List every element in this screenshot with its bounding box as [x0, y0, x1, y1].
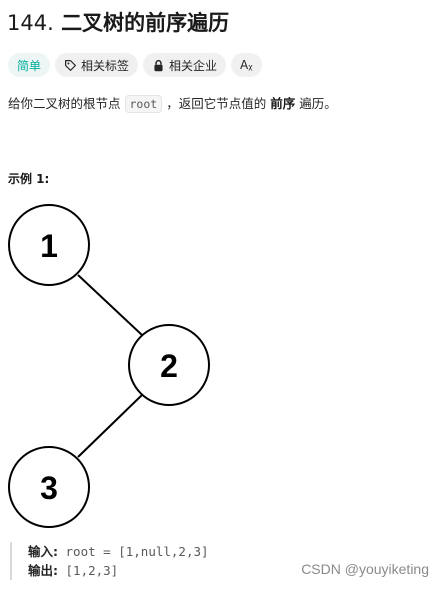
tree-node-2-label: 2: [160, 348, 178, 384]
input-line: 输入: root = [1,null,2,3]: [28, 542, 209, 561]
example-io-block: 输入: root = [1,null,2,3] 输出: [1,2,3]: [10, 542, 209, 580]
problem-title: 144. 二叉树的前序遍历: [7, 8, 229, 38]
output-label: 输出:: [28, 563, 58, 578]
output-value: [1,2,3]: [65, 563, 119, 578]
desc-bold: 前序: [270, 96, 296, 111]
desc-middle: ，返回它节点值的: [166, 96, 267, 111]
desc-prefix: 给你二叉树的根节点: [8, 96, 121, 111]
tree-node-3-label: 3: [40, 470, 58, 506]
problem-name: 二叉树的前序遍历: [61, 11, 230, 35]
output-line: 输出: [1,2,3]: [28, 561, 209, 580]
csdn-watermark: CSDN @youyiketing: [301, 561, 429, 577]
desc-code-root: root: [124, 95, 163, 113]
binary-tree-diagram: 1 2 3: [0, 195, 240, 535]
translate-icon: Aᵪ: [240, 58, 253, 72]
tree-node-1-label: 1: [40, 228, 58, 264]
tree-node-2: [128, 324, 210, 406]
translate-button[interactable]: Aᵪ: [231, 53, 262, 77]
related-companies-button[interactable]: 相关企业: [143, 53, 227, 77]
example-title: 示例 1:: [8, 172, 50, 186]
desc-suffix: 遍历。: [299, 96, 337, 111]
difficulty-label: 简单: [17, 58, 42, 73]
difficulty-badge[interactable]: 简单: [8, 53, 51, 77]
edge-2-3: [77, 394, 143, 458]
tree-node-1: [8, 204, 90, 286]
related-tags-button[interactable]: 相关标签: [55, 53, 139, 77]
problem-number: 144.: [7, 11, 54, 35]
related-tags-label: 相关标签: [81, 58, 130, 73]
related-companies-label: 相关企业: [169, 58, 218, 73]
problem-description: 给你二叉树的根节点 root ，返回它节点值的 前序 遍历。: [8, 94, 337, 114]
tree-node-3: [8, 446, 90, 528]
input-value: root = [1,null,2,3]: [65, 544, 209, 559]
edge-1-2: [77, 274, 143, 336]
tag-icon: [64, 59, 77, 72]
tag-row: 简单 相关标签 相关企业 Aᵪ: [8, 53, 262, 77]
lock-icon: [152, 59, 165, 72]
input-label: 输入:: [28, 544, 58, 559]
